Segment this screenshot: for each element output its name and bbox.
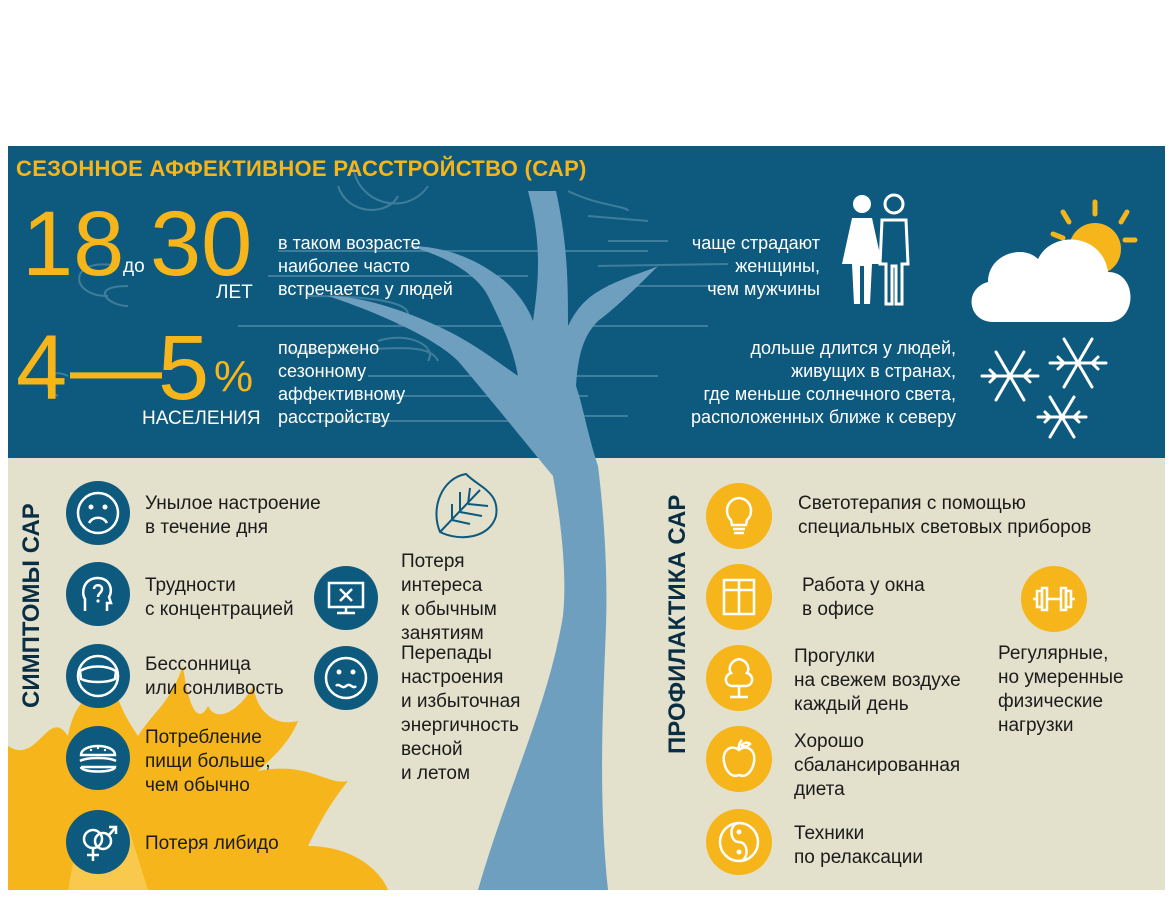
infographic: СЕЗОННОЕ АФФЕКТИВНОЕ РАССТРОЙСТВО (САР) … — [8, 146, 1165, 890]
prevention-line: каждый день — [794, 694, 909, 715]
percent-description-line: подвержено — [278, 338, 380, 358]
age-unit: ЛЕТ — [216, 282, 253, 303]
prevention-line: диета — [794, 779, 845, 800]
symptom-line: энергичность — [401, 715, 519, 736]
age-to-number: 30 — [150, 193, 253, 295]
age-description-line: в таком возрасте — [278, 233, 421, 253]
prevention-line: Регулярные, — [998, 643, 1109, 664]
symptom-libido: Потеря либидо — [145, 832, 279, 856]
prevention-line: Хорошо — [794, 731, 864, 752]
symptom-line: Потребление — [145, 727, 262, 748]
symptom-overeating: Потребление пищи больше, чем обычно — [145, 726, 271, 798]
prevention-light-therapy: Светотерапия с помощью специальных свето… — [798, 492, 1091, 540]
symptom-line: настроения — [401, 667, 504, 688]
age-description-line: встречается у людей — [278, 279, 453, 299]
age-description: в таком возрасте наиболее часто встречае… — [278, 232, 453, 301]
symptom-line: Потеря либидо — [145, 833, 279, 854]
north-description-line: где меньше солнечного света, — [703, 384, 956, 404]
yin-yang-icon — [706, 809, 772, 875]
prevention-line: на свежем воздухе — [794, 670, 961, 691]
prevention-line: Работа у окна — [802, 575, 925, 596]
prevention-line: Светотерапия с помощью — [798, 493, 1026, 514]
prevention-heading: ПРОФИЛАКТИКА САР — [664, 494, 691, 754]
sad-face-icon — [66, 481, 130, 545]
symptom-line: в течение дня — [145, 517, 269, 538]
north-description: дольше длится у людей, живущих в странах… — [618, 337, 956, 429]
symptom-line: Трудности — [145, 575, 236, 596]
gender-description-line: женщины, — [735, 256, 820, 276]
percent-description-line: расстройству — [278, 407, 390, 427]
prevention-line: физические — [998, 691, 1104, 712]
snowflake-icon — [980, 337, 1108, 439]
prevention-diet: Хорошо сбалансированная диета — [794, 730, 960, 802]
symptom-line: пищи больше, — [145, 751, 271, 772]
window-icon — [706, 564, 772, 630]
symptom-sleep: Бессонница или сонливость — [145, 653, 284, 701]
prevention-line: нагрузки — [998, 715, 1074, 736]
symptom-loss-of-interest: Потеря интереса к обычным занятиям — [401, 550, 497, 646]
north-description-line: живущих в странах, — [791, 361, 956, 381]
north-description-line: дольше длится у людей, — [750, 338, 956, 358]
age-description-line: наиболее часто — [278, 256, 410, 276]
symptom-mood-swings: Перепады настроения и избыточная энергич… — [401, 642, 520, 786]
symptom-line: весной — [401, 739, 463, 760]
symptom-line: Бессонница — [145, 654, 251, 675]
woman-and-man-icon — [842, 193, 910, 306]
prevention-relaxation: Техники по релаксации — [794, 822, 923, 870]
percent-sign: % — [214, 352, 254, 401]
tree — [328, 191, 658, 890]
prevention-window: Работа у окна в офисе — [802, 574, 925, 622]
prevention-line: в офисе — [802, 599, 875, 620]
symptom-line: и летом — [401, 763, 471, 784]
apple-icon — [706, 726, 772, 792]
sun-cloud-icon — [971, 199, 1138, 322]
percent-description-line: аффективному — [278, 384, 406, 404]
percent-unit: НАСЕЛЕНИЯ — [142, 408, 261, 429]
gender-description: чаще страдают женщины, чем мужчины — [608, 232, 820, 301]
gender-symbols-icon — [66, 810, 130, 874]
symptoms-heading: СИМПТОМЫ САР — [18, 503, 45, 708]
symptom-line: Перепады — [401, 643, 492, 664]
symptom-line: Унылое настроение — [145, 493, 321, 514]
percent-to-number: 5 — [158, 317, 210, 419]
gender-description-line: чем мужчины — [707, 279, 820, 299]
leaf-icon — [435, 472, 498, 539]
burger-icon — [66, 726, 130, 790]
prevention-line: но умеренные — [998, 667, 1124, 688]
prevention-line: Прогулки — [794, 646, 875, 667]
symptom-line: интереса — [401, 575, 483, 596]
prevention-line: по релаксации — [794, 847, 923, 868]
age-from-number: 18 — [22, 193, 125, 295]
prevention-exercise: Регулярные, но умеренные физические нагр… — [998, 642, 1124, 738]
prevention-line: сбалансированная — [794, 755, 961, 776]
gender-description-line: чаще страдают — [691, 233, 820, 253]
age-to-word: до — [123, 256, 145, 277]
prevention-line: Техники — [794, 823, 865, 844]
wavy-face-icon — [314, 646, 378, 710]
symptom-line: Потеря — [401, 551, 465, 572]
infographic-title: СЕЗОННОЕ АФФЕКТИВНОЕ РАССТРОЙСТВО (САР) — [16, 156, 587, 181]
tv-screen-icon — [314, 566, 378, 630]
percent-from-number: 4 — [16, 317, 68, 419]
dumbbell-icon — [1021, 566, 1087, 632]
tree-icon — [706, 645, 772, 711]
prevention-walks: Прогулки на свежем воздухе каждый день — [794, 645, 961, 717]
symptom-line: занятиям — [401, 623, 484, 644]
symptom-low-mood: Унылое настроение в течение дня — [145, 492, 321, 540]
symptom-line: к обычным — [401, 599, 497, 620]
symptom-line: или сонливость — [145, 678, 284, 699]
percent-dash: — — [70, 317, 162, 419]
lightbulb-icon — [706, 483, 772, 549]
north-description-line: расположенных ближе к северу — [691, 407, 956, 427]
symptom-line: с концентрацией — [145, 599, 294, 620]
symptom-line: чем обычно — [145, 775, 250, 796]
percent-description: подвержено сезонному аффективному расстр… — [278, 337, 405, 429]
sleep-mask-icon — [66, 644, 130, 708]
percent-description-line: сезонному — [278, 361, 367, 381]
prevention-line: специальных световых приборов — [798, 517, 1092, 538]
symptom-concentration: Трудности с концентрацией — [145, 574, 294, 622]
head-question-icon — [66, 562, 130, 626]
symptom-line: и избыточная — [401, 691, 521, 712]
